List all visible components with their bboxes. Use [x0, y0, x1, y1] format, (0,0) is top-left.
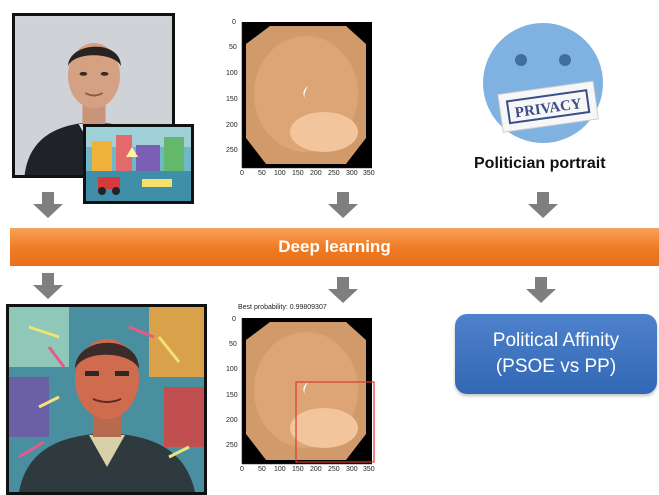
y-tick: 50 [229, 44, 237, 51]
political-affinity-box: Political Affinity (PSOE vs PP) [455, 314, 657, 394]
y-tick: 200 [226, 417, 238, 424]
y-tick: 250 [226, 442, 238, 449]
x-tick: 150 [292, 170, 304, 177]
down-arrow-icon [33, 273, 63, 299]
stylized-portrait [6, 304, 207, 495]
y-tick: 0 [232, 19, 236, 26]
down-arrow-icon [33, 192, 63, 218]
y-tick: 150 [226, 96, 238, 103]
x-tick: 50 [258, 170, 266, 177]
x-tick: 100 [274, 170, 286, 177]
down-arrow-icon [328, 192, 358, 218]
painting-style-image [86, 127, 191, 201]
detection-box [295, 381, 375, 463]
x-tick: 0 [240, 170, 244, 177]
y-tick: 150 [226, 392, 238, 399]
y-tick: 100 [226, 70, 238, 77]
endoscopy-plot-input: 0 50 100 150 200 250 0 50 100 150 200 25… [226, 16, 376, 184]
endoscopy-plot-detection: Best probability: 0.99809307 0 50 100 15… [226, 304, 376, 484]
affinity-line1: Political Affinity [492, 330, 620, 351]
style-image-inset [83, 124, 194, 204]
y-tick: 250 [226, 147, 238, 154]
best-probability-label: Best probability: 0.99809307 [238, 304, 327, 311]
x-tick: 300 [346, 170, 358, 177]
affinity-line2: (PSOE vs PP) [495, 356, 617, 377]
x-tick: 250 [328, 170, 340, 177]
y-tick: 100 [226, 366, 238, 373]
x-tick: 100 [274, 466, 286, 473]
y-tick: 200 [226, 122, 238, 129]
politician-portrait-caption: Politician portrait [474, 155, 606, 172]
x-tick: 150 [292, 466, 304, 473]
y-tick: 0 [232, 316, 236, 323]
x-tick: 350 [363, 170, 375, 177]
x-tick: 200 [310, 170, 322, 177]
x-tick: 250 [328, 466, 340, 473]
y-tick: 50 [229, 341, 237, 348]
x-tick: 350 [363, 466, 375, 473]
x-tick: 300 [346, 466, 358, 473]
x-tick: 50 [258, 466, 266, 473]
style-transfer-output [9, 307, 204, 492]
down-arrow-icon [526, 277, 556, 303]
x-tick: 0 [240, 466, 244, 473]
deep-learning-band: Deep learning [10, 228, 659, 266]
deep-learning-label: Deep learning [278, 237, 391, 256]
x-tick: 200 [310, 466, 322, 473]
down-arrow-icon [328, 277, 358, 303]
down-arrow-icon [528, 192, 558, 218]
privacy-icon: PRIVACY [478, 18, 608, 148]
